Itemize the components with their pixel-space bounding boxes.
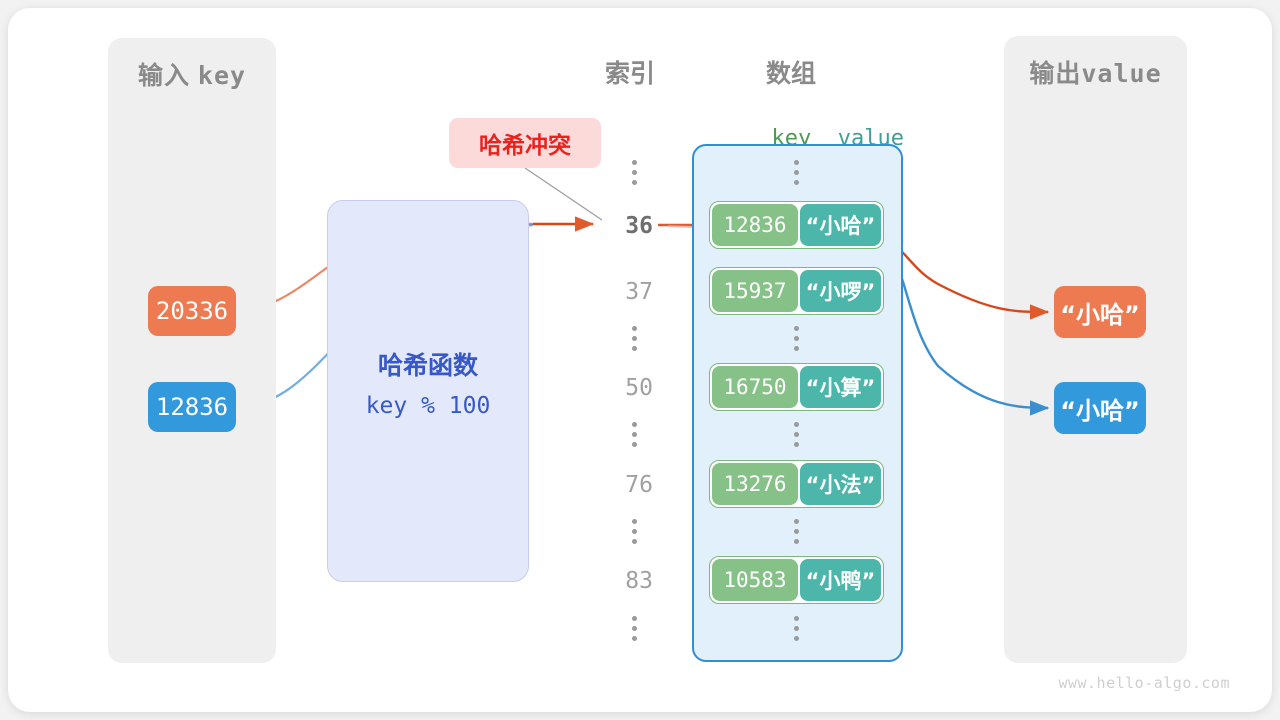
output-panel-title: 输出value	[1004, 54, 1187, 90]
index-label-83: 83	[625, 568, 653, 594]
output-value-box-2[interactable]: “小哈”	[1054, 382, 1146, 434]
index-ellipsis	[632, 326, 637, 351]
cell-value: “小哈”	[799, 204, 881, 246]
hash-function-box: 哈希函数 key % 100	[327, 200, 529, 582]
array-ellipsis	[794, 616, 799, 641]
output-value-box-1[interactable]: “小哈”	[1054, 286, 1146, 338]
hash-function-title: 哈希函数	[377, 351, 478, 380]
diagram-card: 输出value	[8, 8, 1272, 712]
array-column-title: 数组	[766, 59, 817, 88]
index-label-76: 76	[625, 472, 653, 498]
input-key-box-2[interactable]: 12836	[148, 382, 236, 432]
array-ellipsis	[794, 160, 799, 185]
cell-key: 15937	[712, 270, 798, 312]
index-ellipsis	[632, 422, 637, 447]
cell-value: “小鸭”	[799, 559, 881, 601]
array-ellipsis	[794, 519, 799, 544]
cell-key: 16750	[712, 366, 798, 408]
array-ellipsis	[794, 326, 799, 351]
index-ellipsis	[632, 160, 637, 185]
cell-value: “小法”	[799, 463, 881, 505]
table-row[interactable]: 15937“小啰”	[709, 267, 884, 315]
output-value-label-2: “小哈”	[1060, 396, 1140, 425]
input-panel-title: 输入 key	[108, 56, 276, 92]
output-panel-title-cjk: 输出	[1029, 60, 1082, 88]
index-label-36: 36	[625, 213, 653, 239]
cell-key: 13276	[712, 463, 798, 505]
hash-function-expression: key % 100	[365, 393, 491, 419]
index-ellipsis	[632, 616, 637, 641]
cell-value: “小啰”	[799, 270, 881, 312]
index-column-title: 索引	[605, 59, 656, 88]
table-row[interactable]: 10583“小鸭”	[709, 556, 884, 604]
table-row[interactable]: 12836“小哈”	[709, 201, 884, 249]
output-value-panel: 输出value	[1004, 36, 1187, 663]
input-key-label-1: 20336	[155, 297, 229, 325]
index-label-50: 50	[625, 375, 653, 401]
input-panel-title-cjk: 输入	[137, 62, 190, 90]
output-value-label-1: “小哈”	[1060, 300, 1140, 329]
cell-value: “小算”	[799, 366, 881, 408]
input-key-panel: 输入 key	[108, 38, 276, 663]
index-ellipsis	[632, 519, 637, 544]
input-key-box-1[interactable]: 20336	[148, 286, 236, 336]
array-ellipsis	[794, 422, 799, 447]
index-label-37: 37	[625, 279, 653, 305]
table-row[interactable]: 16750“小算”	[709, 363, 884, 411]
watermark: www.hello-algo.com	[1058, 674, 1230, 692]
output-panel-title-mono: value	[1081, 59, 1162, 88]
table-row[interactable]: 13276“小法”	[709, 460, 884, 508]
cell-key: 10583	[712, 559, 798, 601]
cell-key: 12836	[712, 204, 798, 246]
hash-collision-label: 哈希冲突	[479, 133, 571, 159]
input-key-label-2: 12836	[155, 393, 229, 421]
hash-collision-badge: 哈希冲突	[449, 118, 601, 168]
input-panel-title-mono: key	[197, 61, 247, 90]
